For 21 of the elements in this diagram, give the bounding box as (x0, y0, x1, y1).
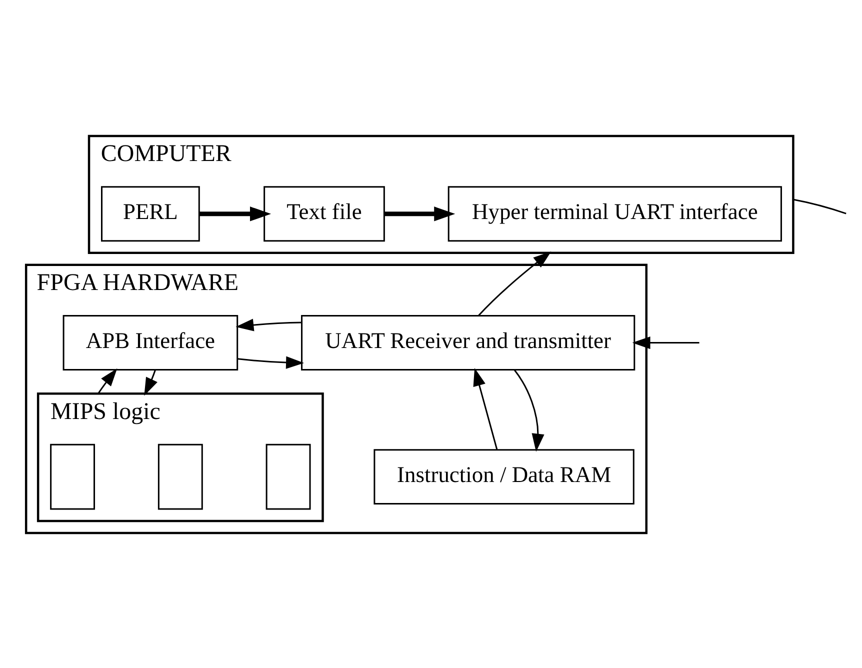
connector (793, 198, 846, 214)
node-box: UART Receiver and transmitter (301, 314, 636, 370)
arrow (199, 206, 272, 221)
node-box: PERL (101, 186, 200, 242)
arrow (238, 356, 304, 368)
arrow (144, 369, 158, 396)
node-box: Instruction / Data RAM (374, 448, 634, 504)
node-box: Hyper terminal UART interface (448, 186, 782, 242)
arrow (384, 206, 456, 221)
node-box (266, 443, 311, 510)
node-box: Text file (264, 186, 385, 242)
node-box (50, 443, 96, 510)
node-box (158, 443, 203, 510)
arrow (478, 250, 552, 316)
arrow (473, 367, 498, 450)
arrow (98, 368, 118, 394)
arrow (632, 336, 700, 349)
node-box: APB Interface (62, 314, 238, 370)
arrow (236, 318, 302, 331)
arrow (514, 369, 544, 452)
cluster: MIPS logic (36, 392, 324, 522)
